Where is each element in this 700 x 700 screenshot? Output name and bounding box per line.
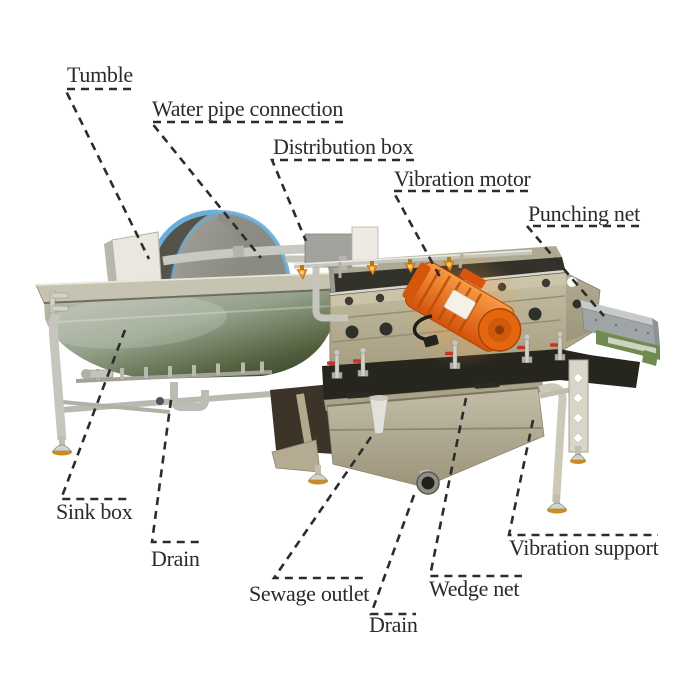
label-punching-net: Punching net <box>528 201 640 226</box>
leader-lines <box>59 87 658 616</box>
sewage-outlet-spout <box>369 395 389 435</box>
leader-vibration-motor <box>390 189 528 278</box>
label-drain-left: Drain <box>151 546 200 571</box>
label-sewage-outlet: Sewage outlet <box>249 581 370 606</box>
frame-left-support <box>270 384 334 473</box>
leader-punching-net <box>524 224 639 317</box>
machine-feet <box>52 436 586 514</box>
label-wedge-net: Wedge net <box>429 576 520 601</box>
label-vibration-support: Vibration support <box>509 535 659 560</box>
leader-distribution-box <box>270 158 414 242</box>
label-water-pipe-connection: Water pipe connection <box>152 96 344 121</box>
label-sink-box: Sink box <box>56 499 133 524</box>
rim-clamp <box>49 290 69 314</box>
leader-wedge-net <box>428 397 522 578</box>
leader-drain-left <box>150 399 199 544</box>
leader-vibration-support <box>507 419 658 537</box>
label-tumble: Tumble <box>67 62 133 87</box>
label-drain-bottom: Drain <box>369 612 418 637</box>
leader-tumble <box>62 87 151 260</box>
label-vibration-motor: Vibration motor <box>394 166 531 191</box>
tank-frame-left <box>48 290 285 441</box>
drain-valve-bottom <box>416 469 440 495</box>
punching-net-chute <box>580 300 660 366</box>
label-distribution-box: Distribution box <box>273 134 414 159</box>
vibration-support-legs <box>538 359 589 503</box>
toggle-clamps <box>327 330 566 379</box>
leader-drain-bottom <box>369 494 416 616</box>
sieve-underside <box>322 349 640 404</box>
wedge-net-box <box>326 387 545 495</box>
leader-sewage-outlet <box>271 436 373 580</box>
sink-box-tank <box>35 272 345 379</box>
drain-pipe-left <box>156 382 209 411</box>
leader-water-pipe-connection <box>148 120 343 259</box>
leader-sink-box <box>59 329 129 501</box>
vibration-motor-part <box>402 262 522 352</box>
